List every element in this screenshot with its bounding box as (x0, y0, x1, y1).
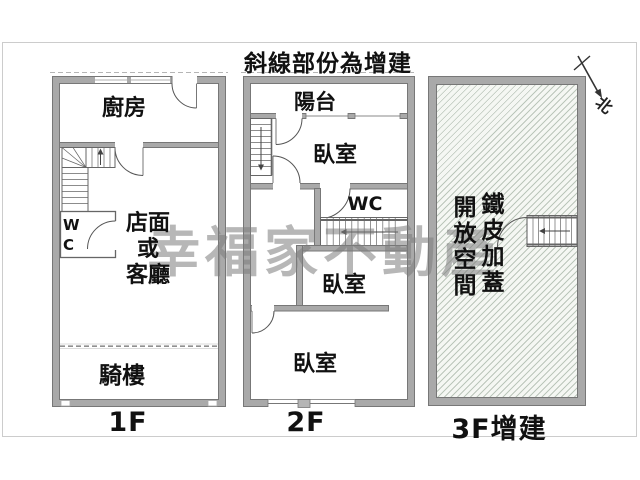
window-icon (305, 112, 401, 120)
arcade-separator-line (60, 343, 218, 349)
room-label-metal-cover: 鐵皮加蓋 (477, 192, 503, 296)
stairs-icon (320, 217, 408, 246)
floor-1f-drawing (50, 72, 228, 407)
plan-border-frame (2, 42, 637, 437)
door-icon (251, 304, 275, 334)
watermark-text: 幸福家不動產 (146, 221, 500, 284)
floor-label-3f: 3F增建 (451, 414, 547, 445)
room-label-open-space: 開放空間 (449, 195, 475, 299)
shop-line1: 店面 (125, 211, 170, 236)
north-arrow-icon (573, 55, 602, 98)
room-label-wc-1f: WC (63, 216, 80, 255)
room-label-balcony: 陽台 (294, 90, 336, 114)
room-label-bedroom-top: 臥室 (312, 143, 357, 168)
room-label-kitchen: 廚房 (101, 96, 146, 121)
door-icon (275, 112, 303, 145)
door-icon (272, 155, 301, 190)
window-icon (267, 399, 356, 408)
window-icon (95, 75, 170, 85)
door-icon (171, 75, 197, 109)
room-label-bedroom-bottom: 臥室 (292, 352, 337, 377)
room-label-arcade: 騎樓 (99, 363, 145, 389)
stairs-icon (61, 147, 116, 212)
stairs-icon (250, 118, 273, 176)
plan-title: 斜線部份為增建 (244, 51, 412, 77)
room-label-wc-2f: WC (347, 193, 383, 215)
room-label-shop-living: 店面或客廳 (103, 211, 193, 289)
floor-3f-drawing (428, 76, 586, 406)
floor-2f-drawing (241, 72, 417, 408)
stairs-icon (526, 215, 578, 247)
shop-line3: 客廳 (125, 263, 170, 288)
floor-label-2f: 2F (286, 407, 326, 438)
floor-label-1f: 1F (108, 407, 148, 438)
door-icon (497, 217, 528, 248)
room-label-bedroom-middle: 臥室 (321, 273, 366, 298)
shop-line2: 或 (136, 237, 159, 262)
wc-room-outline (59, 210, 118, 259)
